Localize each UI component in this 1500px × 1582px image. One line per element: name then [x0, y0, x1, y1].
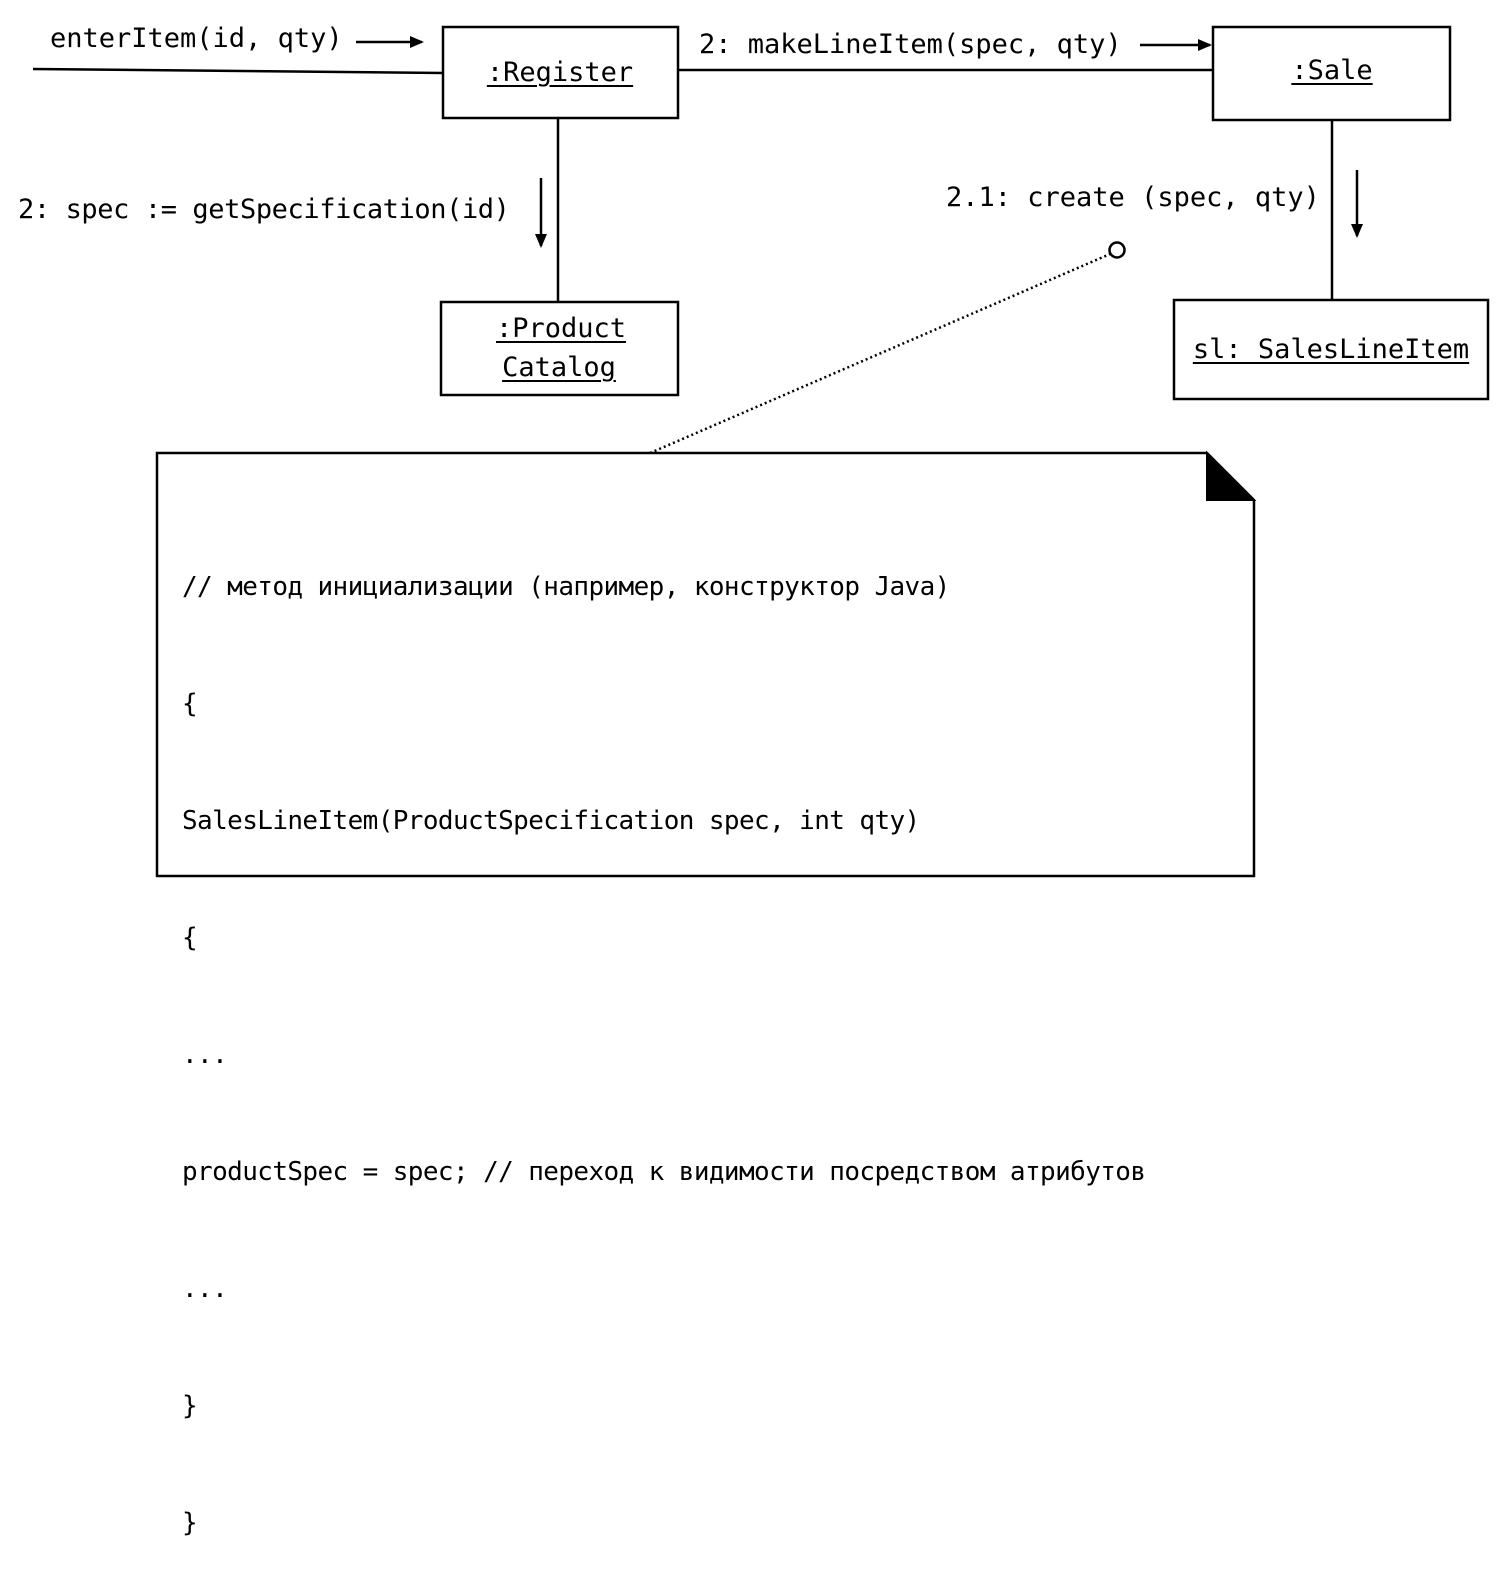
note-line: } — [182, 1391, 198, 1421]
enter-item-message: enterItem(id, qty) — [50, 23, 343, 54]
note-text: // метод инициализации (например, констр… — [182, 490, 1146, 1582]
note-box — [155, 451, 1256, 878]
register-box — [441, 25, 680, 120]
note-line: { — [182, 689, 198, 719]
note-line: } — [182, 1508, 198, 1538]
note-fold-corner — [1206, 450, 1257, 501]
create-message: 2.1: create (spec, qty) — [946, 182, 1320, 213]
product-catalog-label-line1: :Product — [495, 313, 627, 344]
collaboration-diagram — [32, 25, 1490, 878]
note-line: SalesLineItem(ProductSpecification spec,… — [182, 806, 920, 836]
product-catalog-box — [439, 300, 680, 397]
note-connector — [649, 252, 1111, 455]
sale-label: :Sale — [1291, 55, 1373, 86]
product-catalog-label-line2: Catalog — [502, 352, 616, 383]
get-specification-message: 2: spec := getSpecification(id) — [18, 194, 510, 225]
actor-register-link — [32, 67, 444, 75]
make-line-item-message: 2: makeLineItem(spec, qty) — [699, 29, 1122, 60]
note-line: { — [182, 923, 198, 953]
sale-box — [1211, 25, 1452, 122]
note-line: ... — [182, 1040, 228, 1070]
note-anchor-circle — [1108, 241, 1126, 259]
note-line: productSpec = spec; // переход к видимос… — [182, 1157, 1146, 1187]
sales-line-item-box — [1172, 298, 1490, 401]
register-label: :Register — [486, 57, 634, 88]
sales-line-item-label: sl: SalesLineItem — [1192, 334, 1470, 365]
note-line: ... — [182, 1274, 228, 1304]
note-line: // метод инициализации (например, констр… — [182, 572, 950, 602]
